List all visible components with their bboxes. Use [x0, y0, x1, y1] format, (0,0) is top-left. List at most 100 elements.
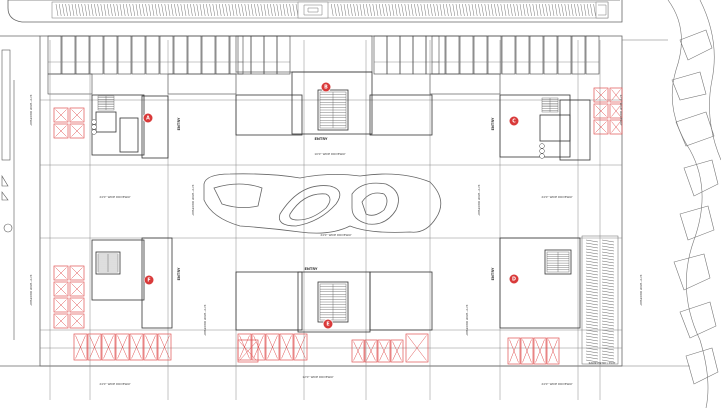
marker-label: C [512, 119, 516, 125]
parking-bay [593, 87, 609, 103]
shop-unit [89, 35, 104, 75]
shop-unit [543, 35, 558, 75]
parking-bay [69, 297, 85, 313]
shop-unit [557, 35, 572, 75]
vertical-driveway-label-3: 12'0" WIDE DRIVEWAY [29, 94, 33, 126]
shop-unit [263, 35, 278, 75]
stair-treads [97, 91, 570, 321]
shop-unit [237, 35, 252, 75]
top-facade-strip [51, 1, 609, 19]
driveway-label-right: 24'0" WIDE DRIVEWAY [541, 195, 573, 199]
shop-unit [75, 35, 90, 75]
shop-unit [386, 35, 401, 75]
vertical-driveway-label-6: 12'0" WIDE DRIVEWAY [465, 304, 469, 336]
entry-label-top: ENTRY [314, 137, 327, 141]
stair [319, 91, 347, 129]
parking-bay [533, 337, 547, 365]
parking-bay [69, 265, 85, 281]
parking-bays [53, 87, 623, 365]
shop-unit [425, 35, 440, 75]
marker-b: B [320, 81, 332, 93]
marker-label: F [147, 278, 150, 284]
parking-bay [609, 103, 623, 119]
parking-bay [293, 333, 308, 361]
shop-unit [131, 35, 146, 75]
parking-bay [265, 333, 280, 361]
parking-bay [377, 339, 391, 363]
vertical-driveway-label-1: 12'0" WIDE DRIVEWAY [191, 184, 195, 216]
shop-unit [173, 35, 188, 75]
parking-bay [69, 281, 85, 297]
marker-f: F [143, 274, 155, 286]
parking-bay [53, 297, 69, 313]
stair [546, 251, 570, 273]
marker-e: E [322, 318, 334, 330]
shop-unit [571, 35, 586, 75]
parking-bay [53, 107, 69, 123]
driveway-label-bottom-mid: 12'0" WIDE DRIVEWAY [302, 375, 334, 379]
parking-bay [73, 333, 88, 361]
driveway-label-bottom-right: 24'0" WIDE DRIVEWAY [541, 382, 573, 386]
marker-c: C [508, 115, 520, 127]
stair [541, 97, 559, 113]
marker-a: A [142, 112, 154, 124]
parking-bay [157, 333, 172, 361]
left-edge [1, 49, 15, 340]
grid-lines [40, 40, 622, 400]
shop-unit [412, 35, 427, 75]
entry-label-right: ENTRY [491, 117, 495, 130]
shop-unit [187, 35, 202, 75]
parking-bay [129, 333, 144, 361]
parking-bay [69, 313, 85, 329]
parking-bay [609, 87, 623, 103]
parking-bay [53, 265, 69, 281]
shop-unit [201, 35, 216, 75]
atrium-sculpture [203, 173, 442, 234]
ramp-label: RAMP ENTRY / EXIT [589, 361, 616, 365]
parking-bay [251, 333, 266, 361]
shop-unit [473, 35, 488, 75]
shop-unit [103, 35, 118, 75]
parking-bay [593, 119, 609, 135]
entry-label-bottom: ENTRY [304, 267, 317, 271]
shop-unit [117, 35, 132, 75]
driveway-label-bottom-left: 24'0" WIDE DRIVEWAY [99, 382, 131, 386]
vertical-driveway-label-7: 12'0" WIDE DRIVEWAY [639, 274, 643, 306]
parking-bay [143, 333, 158, 361]
driveway-label-mid: 24'0" WIDE DRIVEWAY [320, 233, 352, 237]
marker-label: A [146, 116, 150, 122]
shop-unit [373, 35, 388, 75]
ramp [581, 235, 619, 365]
right-organic-facade [622, 0, 721, 408]
parking-bay [351, 339, 365, 363]
vertical-driveway-label-4: 12'0" WIDE DRIVEWAY [29, 274, 33, 306]
parking-bay [237, 339, 259, 363]
entry-label-left: ENTRY [177, 117, 181, 130]
marker-d: D [508, 273, 520, 285]
shop-unit [487, 35, 502, 75]
parking-bay [69, 107, 85, 123]
stair [319, 283, 347, 321]
core-blocks [91, 71, 591, 333]
labels: ENTRY ENTRY ENTRY ENTRY ENTRY ENTRY 10'0… [29, 94, 643, 386]
parking-bay [53, 281, 69, 297]
parking-bay [115, 333, 130, 361]
shop-unit [250, 35, 265, 75]
parking-bay [405, 333, 429, 363]
driveway-label-left: 24'0" WIDE DRIVEWAY [99, 195, 131, 199]
shop-unit [529, 35, 544, 75]
shop-unit [459, 35, 474, 75]
parking-bay [546, 337, 560, 365]
parking-bay [364, 339, 378, 363]
vertical-driveway-label-5: 12'0" WIDE DRIVEWAY [203, 304, 207, 336]
shop-unit [399, 35, 414, 75]
stair [97, 253, 119, 273]
parking-bay [87, 333, 102, 361]
parking-bay [609, 119, 623, 135]
shop-unit [501, 35, 516, 75]
shop-unit [215, 35, 230, 75]
parking-bay [69, 123, 85, 139]
parking-bay [593, 103, 609, 119]
